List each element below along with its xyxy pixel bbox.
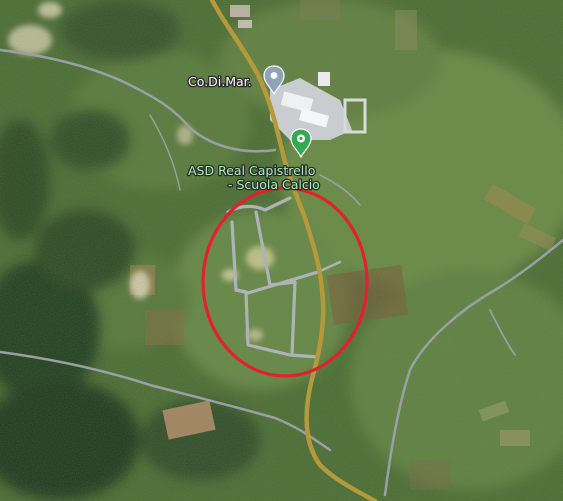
map-pin-icon xyxy=(263,65,285,96)
industrial-area xyxy=(230,5,367,140)
place-label-codimar: Co.Di.Mar. xyxy=(188,74,252,89)
highlight-ellipse xyxy=(201,186,369,378)
place-asd-real-capistrello[interactable]: ASD Real Capistrello - Scuola Calcio xyxy=(187,128,321,193)
place-label-asd-line2: - Scuola Calcio xyxy=(228,177,320,192)
minor-roads xyxy=(0,48,563,497)
soccer-pin-icon xyxy=(290,128,312,159)
main-road xyxy=(209,0,378,501)
place-label-asd-line1: ASD Real Capistrello xyxy=(188,163,315,178)
place-codimar[interactable]: Co.Di.Mar. xyxy=(187,65,285,96)
